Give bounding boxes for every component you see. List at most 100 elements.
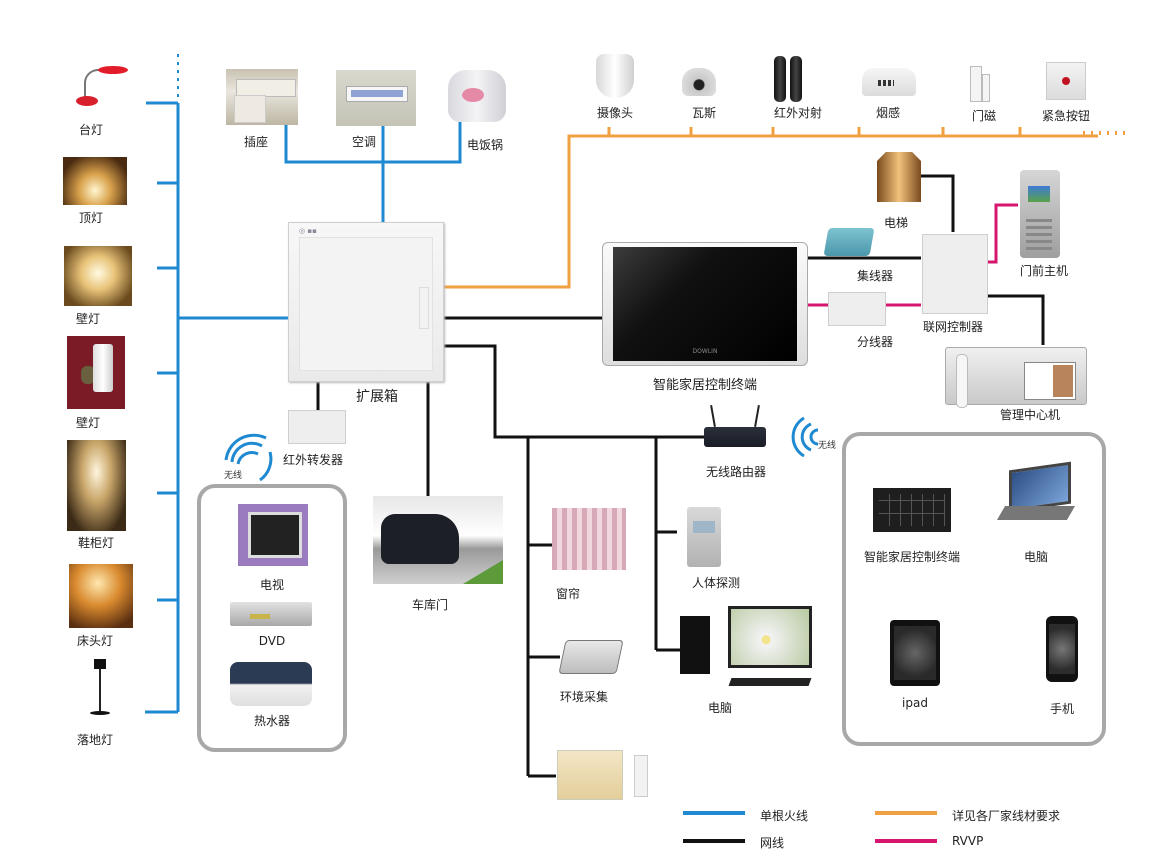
management-center-label: 管理中心机 xyxy=(999,408,1060,422)
legend-line-vendor xyxy=(875,811,937,815)
network-controller-label: 联网控制器 xyxy=(922,320,983,334)
wall-lamp-icon xyxy=(64,246,132,306)
floor-lamp-icon xyxy=(86,659,114,717)
panic-button-label: 紧急按钮 xyxy=(1041,109,1090,123)
desk-lamp-icon xyxy=(76,64,132,110)
pir-sensor-label: 人体探测 xyxy=(691,576,740,590)
power-continuation-dot xyxy=(177,54,179,57)
shoe-cabinet-lamp-label: 鞋柜灯 xyxy=(77,536,114,550)
door-station-icon[interactable] xyxy=(1020,170,1060,258)
power-continuation-dot xyxy=(177,86,179,89)
network-wire xyxy=(921,174,955,232)
water-heater-label: 热水器 xyxy=(253,714,290,728)
rvvp-wire xyxy=(987,203,1018,264)
wireless-label: 无线 xyxy=(224,471,243,481)
floor-lamp-label: 落地灯 xyxy=(76,733,113,747)
legend-label-rvvp: RVVP xyxy=(952,834,984,848)
laptop-label: 电脑 xyxy=(1023,550,1048,564)
desktop-pc-label: 电脑 xyxy=(707,701,732,715)
socket-label: 插座 xyxy=(243,135,268,149)
legend-label-network: 网线 xyxy=(760,836,785,850)
splitter-icon[interactable] xyxy=(828,292,886,326)
hub-icon[interactable] xyxy=(823,228,875,256)
gas-detector-icon xyxy=(682,68,716,96)
power-continuation-dot xyxy=(177,62,179,65)
laptop-icon xyxy=(996,461,1081,528)
network-controller-icon[interactable] xyxy=(922,234,988,314)
panic-button-icon xyxy=(1046,62,1086,100)
vendor-continuation-dot xyxy=(1107,131,1109,135)
environment-sensor-label: 环境采集 xyxy=(559,690,608,704)
elevator-icon xyxy=(877,152,921,202)
elevator-label: 电梯 xyxy=(883,216,908,230)
network-wire xyxy=(987,294,1045,345)
vendor-continuation-dot xyxy=(1123,131,1125,135)
ceiling-lamp-label: 顶灯 xyxy=(78,211,103,225)
camera-label: 摄像头 xyxy=(596,106,633,120)
legend-line-power xyxy=(683,811,745,815)
air-conditioner-icon xyxy=(336,70,416,126)
dvd-player-icon xyxy=(230,602,312,626)
wall-sconce-label: 壁灯 xyxy=(75,416,100,430)
desktop-pc-icon[interactable] xyxy=(680,606,820,696)
rice-cooker-icon xyxy=(448,70,506,122)
smartphone-icon xyxy=(1046,616,1078,682)
air-conditioner-label: 空调 xyxy=(351,135,376,149)
tv-label: 电视 xyxy=(259,578,284,592)
wall-sconce-icon xyxy=(67,336,125,409)
infrared-beam-label: 红外对射 xyxy=(773,106,822,120)
control-terminal-label: 智能家居控制终端 xyxy=(652,378,757,393)
touch-panel-label: 智能家居控制终端 xyxy=(863,550,960,564)
tablet-label: ipad xyxy=(902,696,928,710)
brand-logo: ◎ ▪▪ xyxy=(299,227,317,235)
vendor-continuation-dot xyxy=(1099,131,1101,135)
vendor-continuation-dot xyxy=(1091,131,1093,135)
bedside-lamp-icon xyxy=(69,564,133,628)
socket-icon xyxy=(226,69,298,125)
expansion-box[interactable]: ◎ ▪▪ xyxy=(288,222,444,382)
smoke-detector-icon xyxy=(862,68,916,96)
shoe-cabinet-lamp-icon xyxy=(67,440,126,531)
wall-lamp-label: 壁灯 xyxy=(75,312,100,326)
curtain-label: 窗帘 xyxy=(555,587,580,601)
ir-transmitter-label: 红外转发器 xyxy=(282,453,343,467)
curtain-icon[interactable] xyxy=(552,508,626,570)
power-wire xyxy=(284,120,462,164)
power-continuation-dot xyxy=(177,70,179,73)
network-wire xyxy=(444,344,705,439)
wall-panel-icon[interactable] xyxy=(557,750,648,800)
tablet-icon xyxy=(890,620,940,686)
legend-label-vendor: 详见各厂家线材要求 xyxy=(952,809,1061,823)
ir-transmitter-icon[interactable] xyxy=(288,410,346,444)
vendor-wire xyxy=(444,134,1098,289)
expansion-box-label: 扩展箱 xyxy=(356,389,398,405)
smoke-detector-label: 烟感 xyxy=(875,106,900,120)
wireless-signal-icon xyxy=(224,433,273,482)
environment-sensor-icon[interactable] xyxy=(558,640,624,674)
water-heater-icon xyxy=(230,662,312,706)
management-center-icon[interactable] xyxy=(945,347,1087,408)
garage-door-icon[interactable] xyxy=(373,496,503,584)
vendor-continuation-dot xyxy=(1083,131,1085,135)
control-terminal[interactable]: DOWLIN xyxy=(602,242,808,366)
camera-icon xyxy=(596,54,634,98)
hub-label: 集线器 xyxy=(856,269,893,283)
wireless-label-2: 无线 xyxy=(818,441,837,451)
pir-sensor-icon[interactable] xyxy=(687,507,721,567)
router-label: 无线路由器 xyxy=(705,465,766,479)
legend-line-network xyxy=(683,839,745,843)
door-station-label: 门前主机 xyxy=(1019,264,1068,278)
desk-lamp-label: 台灯 xyxy=(78,123,103,137)
wireless-device-group: 智能家居控制终端 电脑 ipad 手机 xyxy=(842,432,1106,746)
vendor-continuation-dot xyxy=(1115,131,1117,135)
power-continuation-dot xyxy=(177,78,179,81)
router-icon[interactable] xyxy=(704,427,766,447)
door-sensor-icon xyxy=(970,62,994,102)
desk-lamp[interactable] xyxy=(76,64,132,110)
splitter-label: 分线器 xyxy=(856,335,893,349)
power-continuation-dot xyxy=(177,94,179,97)
door-sensor-label: 门磁 xyxy=(971,109,996,123)
ceiling-lamp-icon xyxy=(63,157,127,205)
tv-icon xyxy=(238,504,308,566)
